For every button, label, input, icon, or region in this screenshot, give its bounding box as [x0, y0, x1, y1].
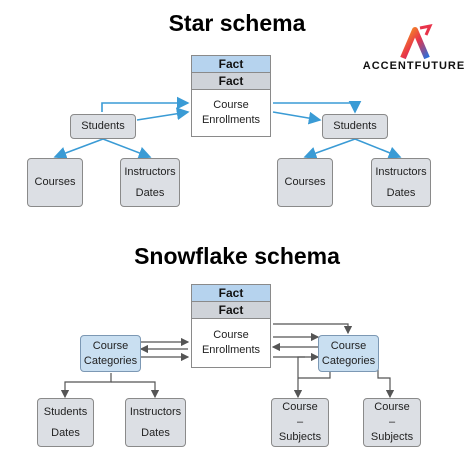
snow-right-child-2-line2: –	[388, 416, 396, 429]
star-conn-left-low	[136, 107, 190, 121]
snow-right-child-1: Course – Subjects	[271, 398, 329, 447]
star-dim-left: Students	[70, 114, 136, 139]
star-conn-r-instr	[354, 138, 402, 159]
snow-right-child-1-line3: Subjects	[278, 430, 322, 443]
star-conn-l-instr	[102, 138, 152, 159]
snow-fact-table: Fact Fact Course Enrollments	[191, 284, 271, 368]
snow-dim-left-line2: Categories	[83, 354, 138, 367]
star-dim-left-label: Students	[81, 120, 125, 133]
star-right-child-2-line1: Instructors	[375, 165, 427, 178]
star-schema-title: Star schema	[168, 10, 306, 36]
star-left-child-1: Courses	[27, 158, 83, 207]
star-left-child-2-line2: Dates	[135, 186, 165, 199]
star-right-child-1: Courses	[277, 158, 333, 207]
star-dim-right: Students	[322, 114, 388, 139]
star-connectors	[53, 96, 402, 160]
snow-conn-r-top	[273, 323, 353, 335]
snow-left-child-1-line1: Students	[43, 405, 88, 418]
snow-right-child-2: Course – Subjects	[363, 398, 421, 447]
snow-left-child-2-line2: Dates	[141, 426, 170, 439]
star-fact-header: Fact	[192, 56, 270, 73]
brand-name: ACCENTFUTURE	[362, 60, 466, 72]
star-fact-table: Fact Fact Course Enrollments	[191, 55, 271, 137]
star-right-child-1-line1: Courses	[284, 176, 326, 189]
star-conn-l-courses	[53, 138, 104, 160]
star-fact-line1: Course	[213, 99, 249, 112]
snow-right-child-2-line3: Subjects	[370, 430, 414, 443]
star-right-child-2-line2: Dates	[386, 186, 416, 199]
snow-left-child-1-line2: Dates	[51, 426, 80, 439]
snow-left-child-1: Students Dates	[37, 398, 94, 447]
snow-right-child-2-line1: Course	[374, 401, 410, 414]
star-conn-r-courses	[303, 138, 356, 160]
star-dim-right-label: Students	[333, 120, 377, 133]
snow-fact-subheader: Fact	[192, 302, 270, 319]
snow-fact-line2: Enrollments	[201, 344, 261, 356]
snow-fact-body: Course Enrollments	[192, 319, 270, 367]
star-left-child-1-line1: Courses	[34, 176, 76, 189]
snow-conn-r-loop	[377, 360, 395, 399]
snow-dim-left-line1: Course	[92, 339, 129, 352]
snow-right-child-1-line1: Course	[282, 401, 318, 414]
star-conn-left-top	[101, 96, 190, 112]
star-conn-right-top	[273, 100, 362, 114]
snow-dim-right-line2: Categories	[321, 354, 376, 367]
snow-conn-l-down	[60, 373, 112, 399]
star-left-child-2: Instructors Dates	[120, 158, 180, 207]
snow-conn-l-down2	[111, 381, 160, 399]
star-fact-body: Course Enrollments	[192, 90, 270, 136]
snow-conn-r-down	[293, 356, 305, 399]
snow-fact-line1: Course	[213, 329, 249, 342]
snow-left-child-2-line1: Instructors	[129, 405, 182, 418]
snowflake-schema-title: Snowflake schema	[134, 243, 340, 269]
snow-left-child-2: Instructors Dates	[125, 398, 186, 447]
snow-dim-left: Course Categories	[80, 335, 141, 372]
star-fact-line2: Enrollments	[201, 114, 261, 126]
snow-right-child-1-line2: –	[296, 416, 304, 429]
accentfuture-mark-icon	[400, 23, 433, 60]
star-conn-right-low	[272, 111, 322, 125]
star-right-child-2: Instructors Dates	[371, 158, 431, 207]
star-left-child-2-line1: Instructors	[124, 165, 176, 178]
snow-fact-header: Fact	[192, 285, 270, 302]
snow-dim-right: Course Categories	[318, 335, 379, 372]
star-fact-subheader: Fact	[192, 73, 270, 90]
snow-dim-right-line1: Course	[330, 339, 367, 352]
accentfuture-logo: ACCENTFUTURE	[360, 22, 468, 78]
